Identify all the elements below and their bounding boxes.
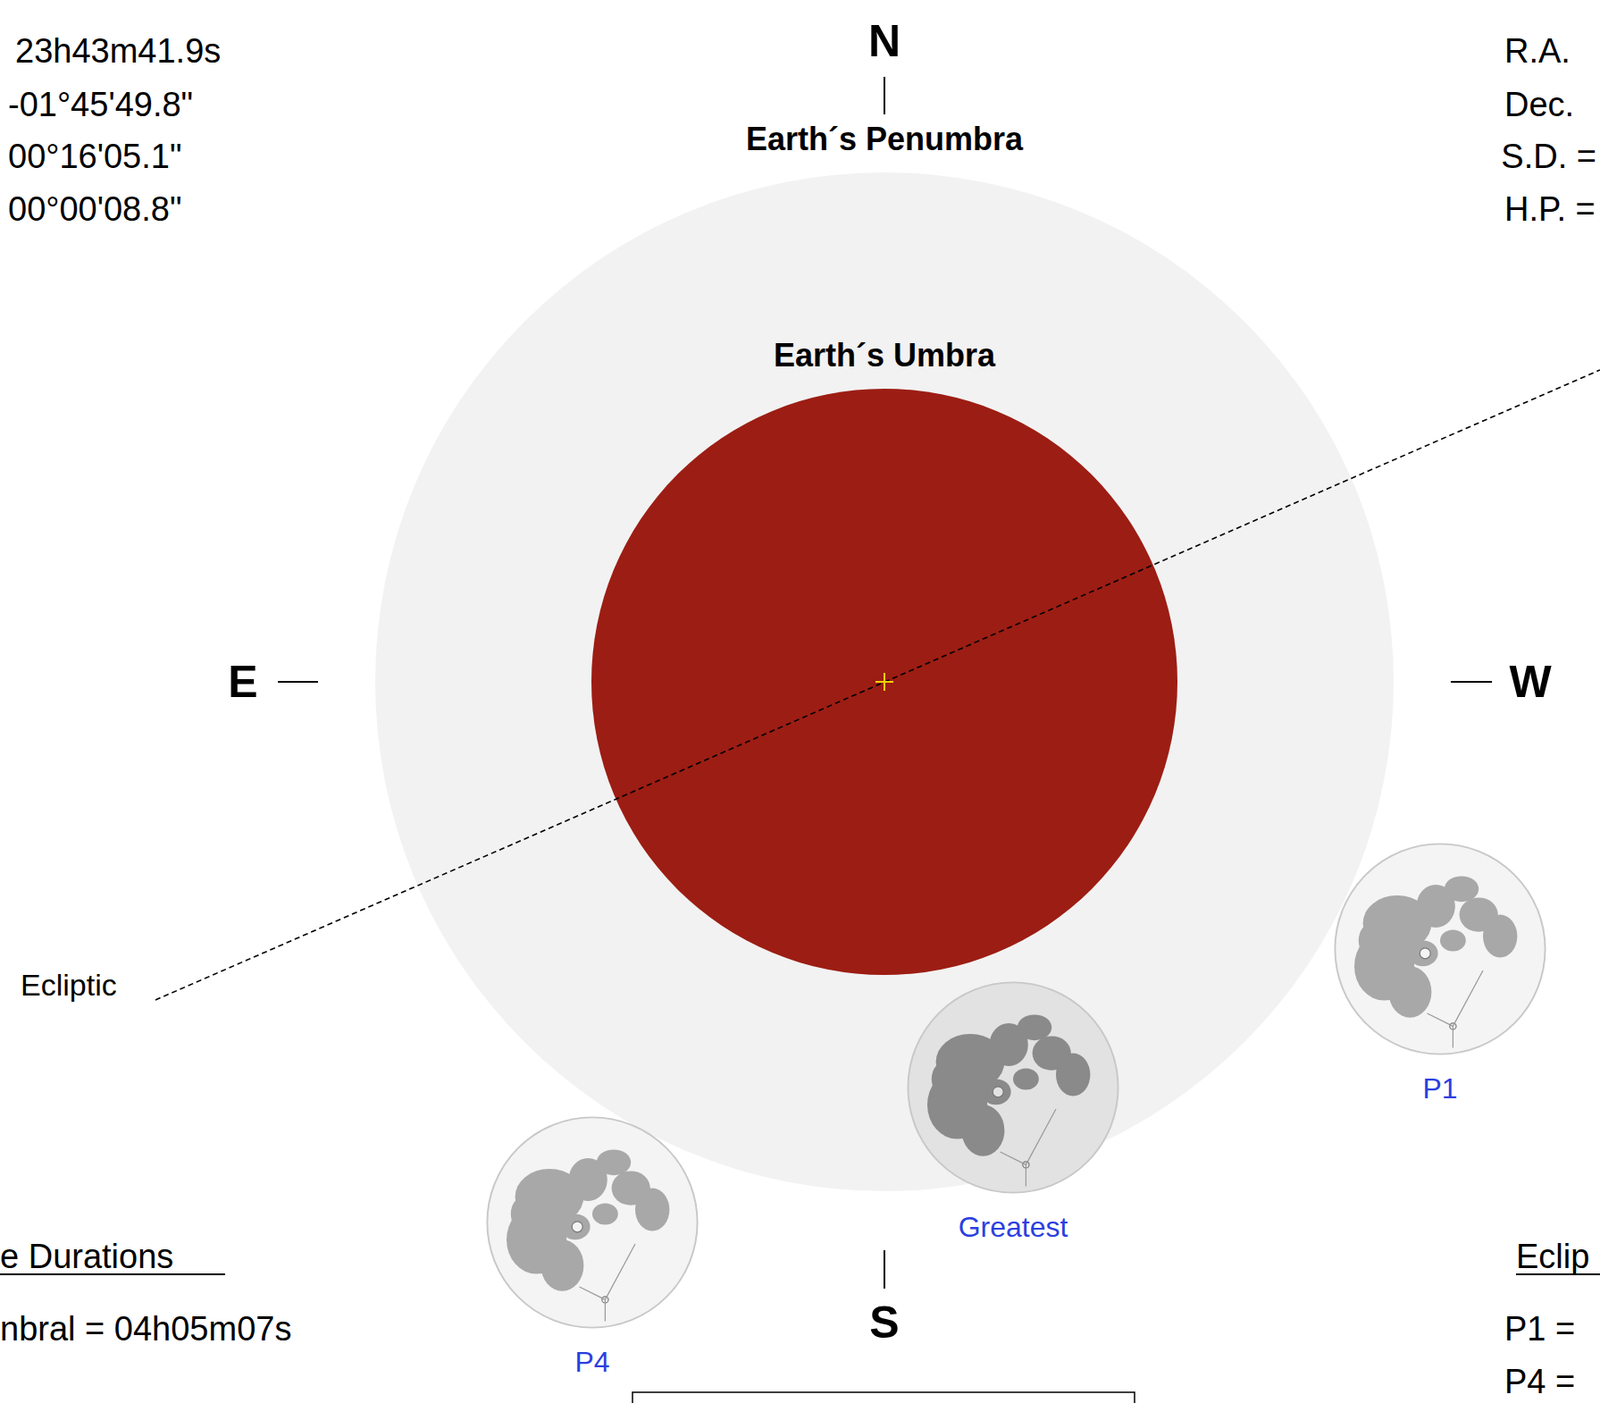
crater-ray (1000, 1108, 1056, 1186)
info-text: 00°16'05.1" (8, 139, 182, 174)
lunar-mare (961, 1104, 1005, 1157)
node-shape (1332, 841, 1548, 1056)
lunar-mare (1407, 939, 1439, 966)
center-mark (883, 672, 886, 691)
label-holder: Earth´s Umbra (591, 336, 1178, 375)
lunar-mare (1017, 1013, 1052, 1040)
crater (1419, 947, 1431, 959)
info-text: R.A. (1504, 33, 1571, 68)
info-text: Dec. (1504, 87, 1575, 122)
compass-label: E (227, 659, 258, 704)
info-text: 23h43m41.9s (15, 33, 221, 68)
lunar-mare (540, 1239, 584, 1291)
moon-disk (1334, 843, 1545, 1054)
info-text: H.P. = (1504, 192, 1596, 227)
phase-label: P4 (574, 1345, 610, 1379)
phase-label: Greatest (958, 1210, 1069, 1244)
east-tick (277, 680, 319, 683)
lunar-mare (931, 1061, 958, 1096)
north-tick (883, 76, 886, 115)
info-text: nbral = 04h05m07s (0, 1311, 292, 1346)
lunar-mare (635, 1188, 670, 1232)
lunar-mare (592, 1202, 619, 1224)
moon-phase: P4 (485, 1114, 700, 1330)
info-text: -01°45'49.8" (8, 87, 193, 122)
crater (992, 1086, 1004, 1098)
node-shape (905, 980, 1121, 1195)
info-text: P1 = (1504, 1311, 1575, 1346)
west-tick (1450, 680, 1492, 683)
lunar-mare (596, 1148, 631, 1175)
phase-label: P1 (1422, 1072, 1458, 1106)
south-tick (883, 1249, 886, 1289)
info-text: S.D. = (1500, 139, 1597, 174)
crater-ray (579, 1243, 636, 1321)
lunar-mare (1013, 1067, 1039, 1090)
moon-phase: P1 (1332, 841, 1548, 1056)
crater-ray (1427, 970, 1483, 1048)
lunar-mare (980, 1078, 1012, 1105)
compass-label: S (869, 1299, 899, 1345)
moon-phase: Greatest (905, 980, 1121, 1195)
label-holder: Earth´s Penumbra (375, 120, 1394, 159)
label-holder: P4 (485, 1345, 700, 1379)
region-label: Earth´s Penumbra (745, 120, 1023, 159)
penumbra-fill (375, 172, 1394, 1191)
info-text: e Durations (0, 1239, 174, 1274)
lunar-mare (1388, 965, 1432, 1018)
crater (571, 1221, 583, 1232)
node-shape (485, 1114, 700, 1330)
lunar-mare (1482, 914, 1517, 958)
lunar-mare (1440, 929, 1466, 951)
heading-underline (0, 1273, 226, 1275)
info-text: Eclip (1516, 1239, 1590, 1274)
label-holder: P1 (1332, 1072, 1548, 1106)
compass-label: W (1508, 659, 1551, 704)
lunar-mare (510, 1196, 537, 1231)
lunar-mare (560, 1213, 591, 1240)
moon-disk (486, 1116, 697, 1327)
lunar-mare (1055, 1053, 1090, 1097)
umbra-fill (591, 388, 1178, 975)
info-text: 00°00'08.8" (8, 192, 182, 227)
lunar-mare (1444, 875, 1479, 902)
moon-disk (907, 981, 1118, 1192)
heading-underline (1516, 1273, 1600, 1275)
lunar-mare (1358, 922, 1385, 957)
region-label: Earth´s Umbra (773, 336, 996, 375)
compass-label: N (868, 18, 901, 64)
info-text: P4 = (1504, 1364, 1575, 1399)
table-frame (632, 1391, 1135, 1403)
label-holder: Greatest (905, 1210, 1121, 1244)
info-text: Ecliptic (20, 969, 118, 1000)
